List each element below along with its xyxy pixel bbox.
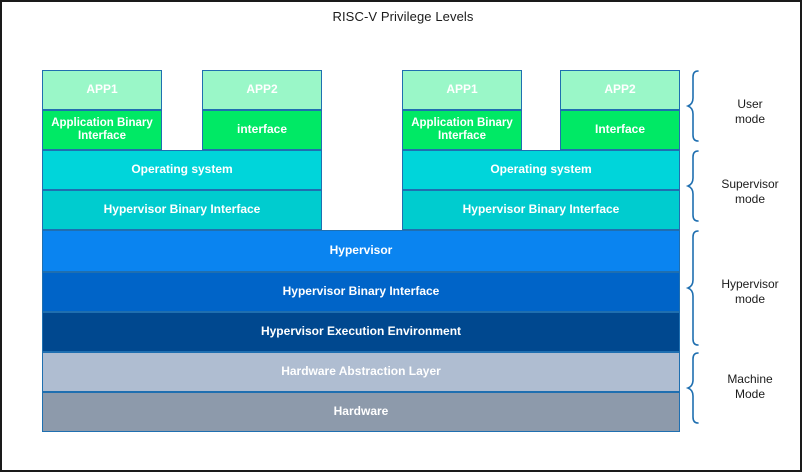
box-left-operating-system: Operating system [42,150,322,190]
label-hypervisor-mode-line1: Hypervisor [721,277,779,291]
label-user-mode: User mode [708,97,792,127]
label-machine-mode-line1: Machine [727,372,773,386]
box-hypervisor: Hypervisor [42,230,680,272]
box-hypervisor-execution-environment: Hypervisor Execution Environment [42,312,680,352]
box-right-app1-abi: Application Binary Interface [402,110,522,150]
label-hypervisor-mode: Hypervisor mode [702,277,798,307]
box-hardware: Hardware [42,392,680,432]
brace-hypervisor-mode [685,230,699,346]
brace-user-mode [685,70,699,142]
label-supervisor-mode-line1: Supervisor [721,177,779,191]
page-title: RISC-V Privilege Levels [332,9,474,24]
label-machine-mode: Machine Mode [706,372,794,402]
box-left-app2-interface: interface [202,110,322,150]
box-left-app1-abi: Application Binary Interface [42,110,162,150]
box-right-app1: APP1 [402,70,522,110]
label-supervisor-mode-line2: mode [734,192,766,206]
box-right-operating-system: Operating system [402,150,680,190]
brace-supervisor-mode [685,150,699,222]
box-left-app1: APP1 [42,70,162,110]
box-left-hypervisor-binary-interface: Hypervisor Binary Interface [42,190,322,230]
box-right-hypervisor-binary-interface: Hypervisor Binary Interface [402,190,680,230]
box-left-app2: APP2 [202,70,322,110]
label-machine-mode-line2: Mode [734,387,766,401]
box-hardware-abstraction-layer: Hardware Abstraction Layer [42,352,680,392]
label-supervisor-mode: Supervisor mode [702,177,798,207]
box-right-app2: APP2 [560,70,680,110]
box-right-app2-interface: Interface [560,110,680,150]
privilege-level-braces [685,70,699,424]
label-user-mode-line2: mode [734,112,766,126]
brace-machine-mode [685,352,699,424]
box-hypervisor-binary-interface: Hypervisor Binary Interface [42,272,680,312]
label-hypervisor-mode-line2: mode [734,292,766,306]
label-user-mode-line1: User [737,97,763,111]
